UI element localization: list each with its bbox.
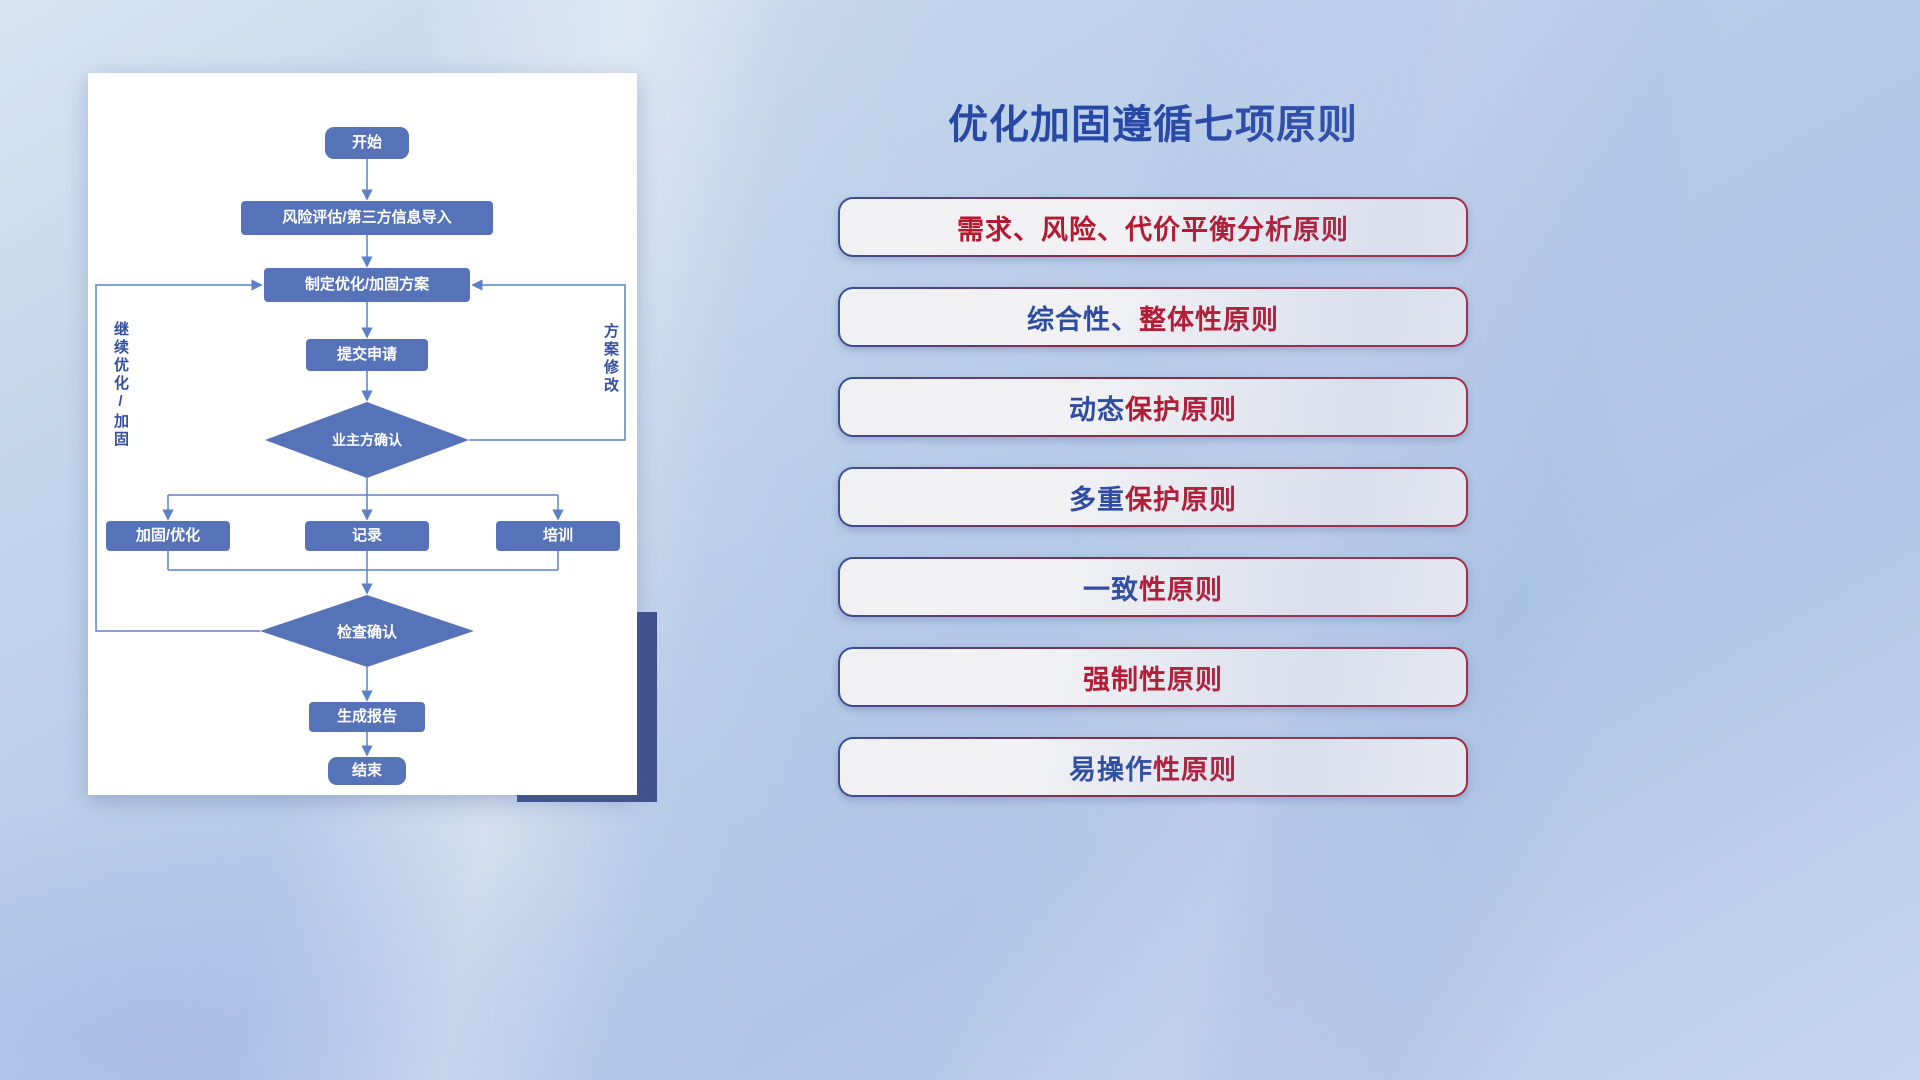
principle-text-blue: 多重	[1069, 484, 1125, 515]
principle-text-blue: 综合性、	[1027, 304, 1139, 335]
principle-pill-3: 动态保护原则	[838, 377, 1468, 437]
principle-text-red: 保护原则	[1125, 394, 1237, 425]
flow-node-report: 生成报告	[309, 702, 425, 732]
flow-node-risk-import: 风险评估/第三方信息导入	[241, 201, 493, 235]
flow-label-plan-revision: 方案修改	[602, 323, 619, 395]
principle-text-red: 整体性原则	[1139, 304, 1279, 335]
principle-pill-5: 一致性原则	[838, 557, 1468, 617]
principle-label: 多重保护原则	[840, 469, 1466, 525]
principle-pill-7: 易操作性原则	[838, 737, 1468, 797]
principle-pill-2: 综合性、整体性原则	[838, 287, 1468, 347]
principles-list: 需求、风险、代价平衡分析原则 综合性、整体性原则 动态保护原则 多重保护原则 一…	[838, 197, 1468, 797]
page-title: 优化加固遵循七项原则	[948, 103, 1358, 147]
principle-label: 强制性原则	[840, 649, 1466, 705]
principle-text-red: 强制性原则	[1083, 664, 1223, 695]
flow-connectors	[95, 159, 626, 757]
principle-text-red: 需求、风险、代价平衡分析原则	[957, 214, 1349, 245]
flow-node-make-plan: 制定优化/加固方案	[264, 268, 470, 302]
principle-label: 需求、风险、代价平衡分析原则	[840, 199, 1466, 255]
flow-node-record: 记录	[305, 521, 429, 551]
flow-node-end: 结束	[328, 757, 406, 785]
flow-node-start: 开始	[325, 127, 409, 159]
principle-label: 一致性原则	[840, 559, 1466, 615]
principle-text-red: 性原则	[1153, 754, 1237, 785]
flowchart-card: 开始 风险评估/第三方信息导入 制定优化/加固方案 提交申请 业主方确认 加固/…	[88, 73, 637, 795]
flow-node-submit: 提交申请	[306, 339, 428, 371]
principle-pill-6: 强制性原则	[838, 647, 1468, 707]
flow-node-training: 培训	[496, 521, 620, 551]
principle-text-blue: 动态	[1069, 394, 1125, 425]
principle-text-blue: 易操作	[1069, 754, 1153, 785]
flow-label-continue-loop: 继续优化/加固	[112, 321, 129, 449]
principle-text-red: 性原则	[1139, 574, 1223, 605]
principle-text-blue: 一致	[1083, 574, 1139, 605]
principle-label: 动态保护原则	[840, 379, 1466, 435]
principle-text-red: 保护原则	[1125, 484, 1237, 515]
flow-node-reinforce: 加固/优化	[106, 521, 230, 551]
principle-pill-4: 多重保护原则	[838, 467, 1468, 527]
principle-label: 易操作性原则	[840, 739, 1466, 795]
principle-label: 综合性、整体性原则	[840, 289, 1466, 345]
principle-pill-1: 需求、风险、代价平衡分析原则	[838, 197, 1468, 257]
